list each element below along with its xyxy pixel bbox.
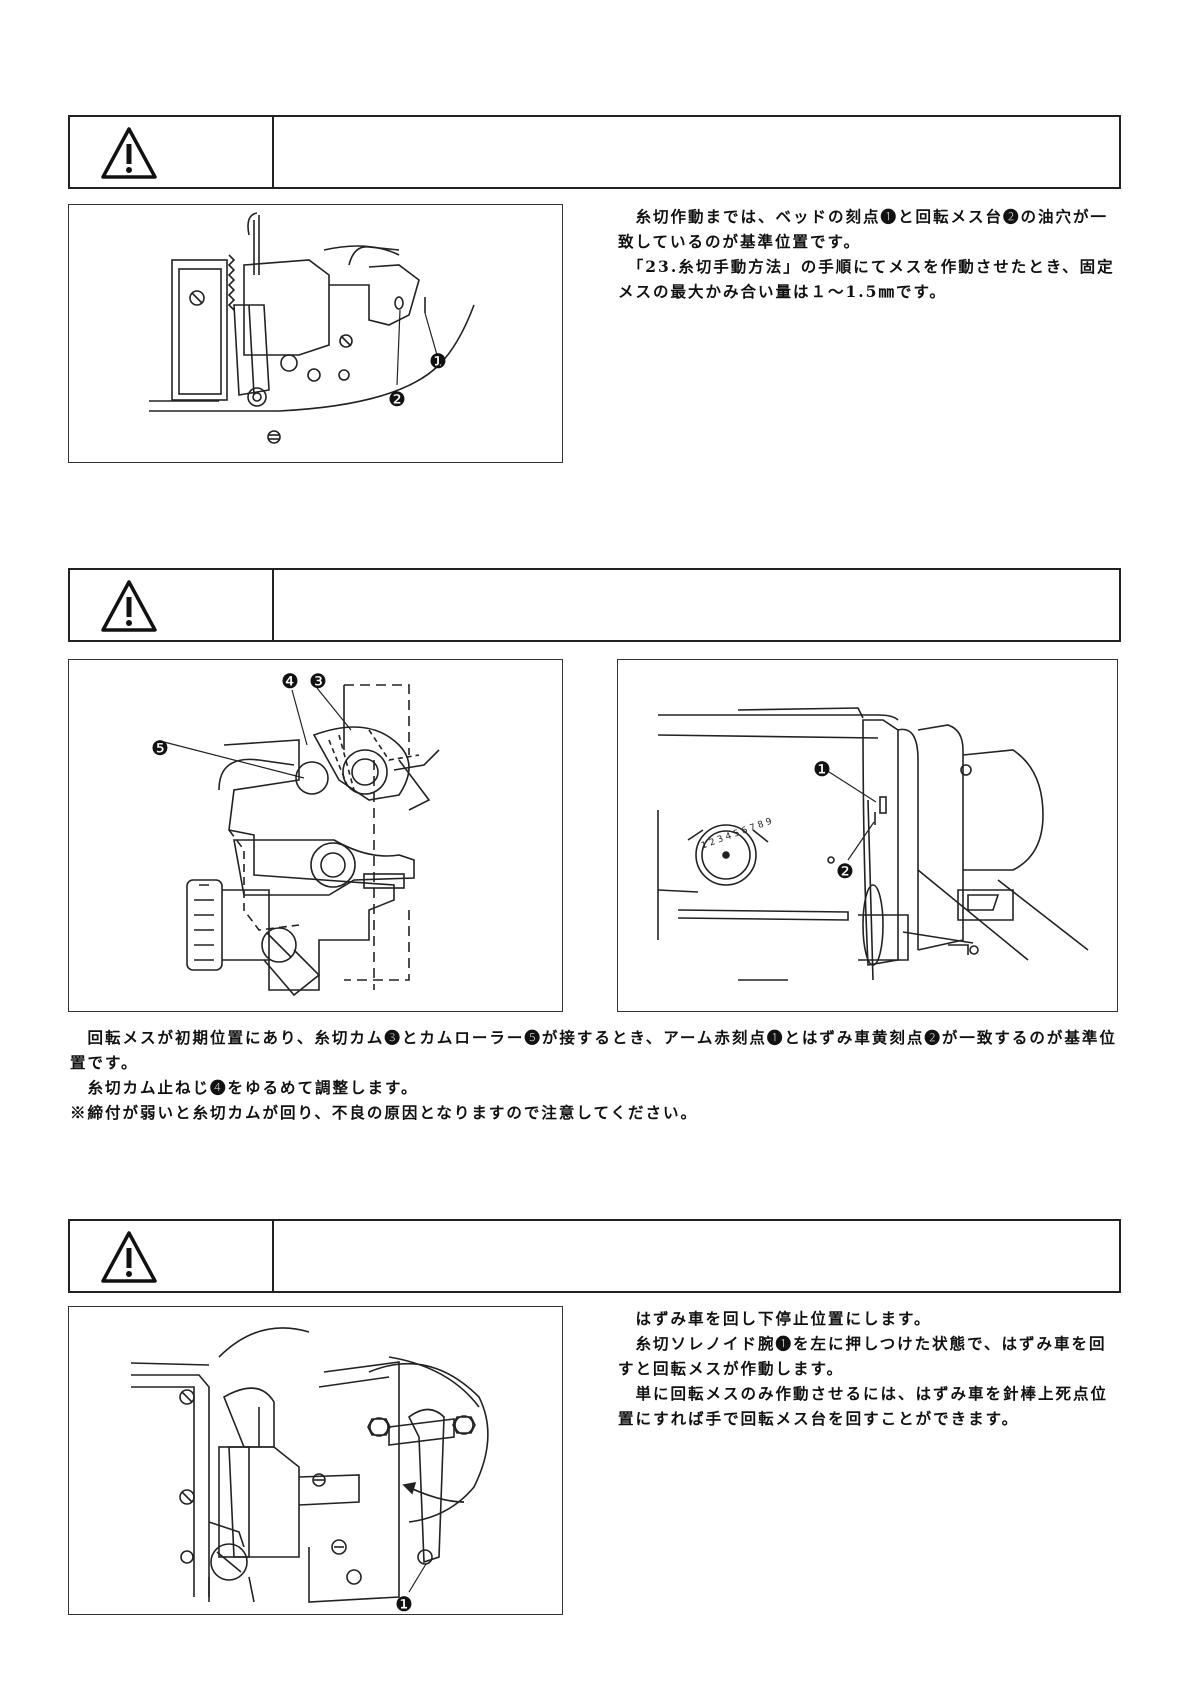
figure-3-arm-handwheel-marks: 1 2 3 4 5 6 7 8 9 ❶ ❷ <box>617 659 1118 1012</box>
caution-icon-cell <box>70 1221 274 1291</box>
paragraph: 回転メスが初期位置にあり、糸切カム❸とカムローラー❺が接するとき、アーム赤刻点❶… <box>70 1028 1117 1072</box>
callout-3: ❸ <box>309 669 327 693</box>
caution-box-3 <box>68 1219 1121 1293</box>
caution-box-1 <box>68 115 1121 189</box>
callout-2: ❷ <box>836 859 854 883</box>
caution-icon-cell <box>70 570 274 640</box>
paragraph: 単に回転メスのみ作動させるには、はずみ車を針棒上死点位置にすれば手で回転メス台を… <box>618 1384 1109 1428</box>
section-3-text: はずみ車を回し下停止位置にします。 糸切ソレノイド腕❶を左に押しつけた状態で、は… <box>618 1306 1123 1431</box>
warning-triangle-icon <box>101 580 157 632</box>
paragraph: はずみ車を回し下停止位置にします。 <box>618 1309 932 1328</box>
section-2-text: 回転メスが初期位置にあり、糸切カム❸とカムローラー❺が接するとき、アーム赤刻点❶… <box>70 1025 1125 1125</box>
paragraph: 糸切カム止ねじ❹をゆるめて調整します。 <box>70 1078 419 1097</box>
callout-5: ❺ <box>151 736 169 760</box>
warning-triangle-icon <box>101 1231 157 1283</box>
callout-1: ❶ <box>429 349 447 373</box>
callout-1: ❶ <box>395 1592 413 1616</box>
figure-1-bed-rotary-knife: ❶ ❷ <box>68 204 563 463</box>
callout-2: ❷ <box>388 387 406 411</box>
paragraph: 糸切作動までは、ベッドの刻点❶と回転メス台❷の油穴が一致しているのが基準位置です… <box>618 207 1109 251</box>
figure-2-thread-trimmer-cam: ❹ ❸ ❺ <box>68 659 563 1012</box>
paragraph: 「23.糸切手動方法」の手順にてメスを作動させたとき、固定メスの最大かみ合い量は… <box>618 257 1115 301</box>
paragraph: 糸切ソレノイド腕❶を左に押しつけた状態で、はずみ車を回すと回転メスが作動します。 <box>618 1334 1107 1378</box>
caution-icon-cell <box>70 117 274 187</box>
callout-1: ❶ <box>813 757 831 781</box>
section-1-text: 糸切作動までは、ベッドの刻点❶と回転メス台❷の油穴が一致しているのが基準位置です… <box>618 204 1123 304</box>
paragraph: ※締付が弱いと糸切カムが回り、不良の原因となりますので注意してください。 <box>70 1103 698 1122</box>
warning-triangle-icon <box>101 127 157 179</box>
callout-4: ❹ <box>281 669 299 693</box>
caution-box-2 <box>68 568 1121 642</box>
figure-4-solenoid-arm: ❶ <box>68 1306 563 1616</box>
dial-digits: 1 2 3 4 5 6 7 8 9 <box>700 817 774 852</box>
